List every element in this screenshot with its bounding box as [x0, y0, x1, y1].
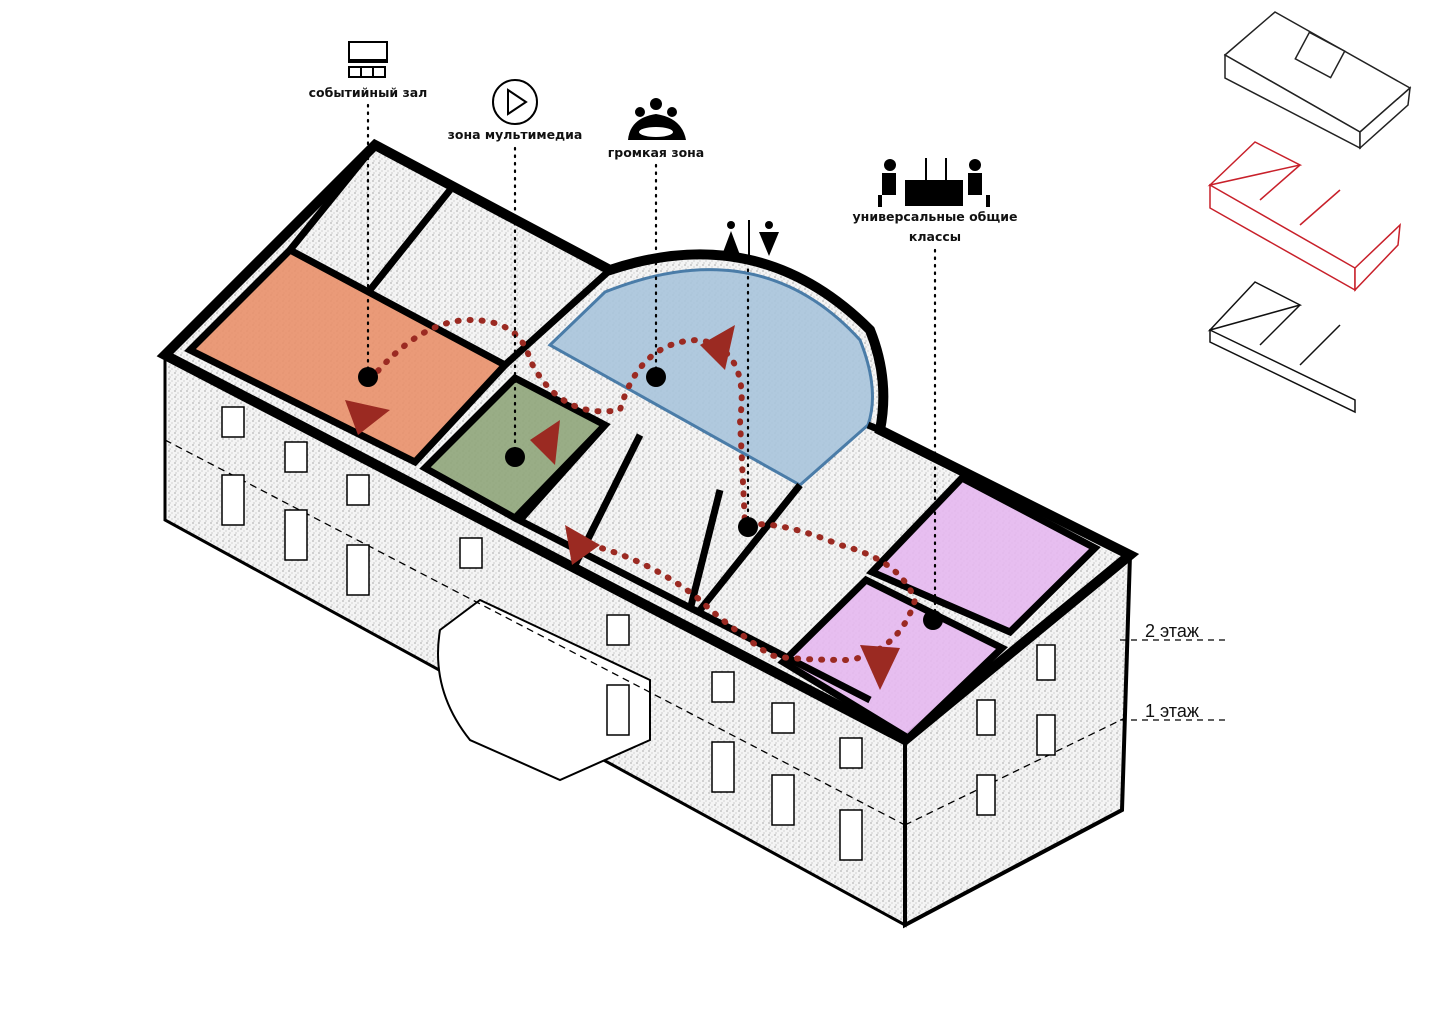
thumbnail-floor-1: [1207, 281, 1356, 414]
label-multimedia: зона мультимедиа: [448, 127, 583, 142]
restroom-icon: [722, 220, 779, 258]
thumbnail-roof: [1223, 11, 1412, 150]
screen-seats-icon: [348, 41, 388, 78]
play-icon: [492, 79, 538, 125]
zone-classes-upper: [865, 473, 1101, 637]
floor-2-label: 2 этаж: [1145, 621, 1199, 641]
direction-arrows: [345, 325, 900, 690]
thumbnail-floor-2: [1207, 141, 1401, 292]
group-meeting-icon: [628, 98, 686, 140]
zone-loud: [547, 268, 874, 487]
label-classes-line1: универсальные общие: [853, 209, 1018, 224]
windows: [221, 406, 1056, 861]
circulation-path: [367, 316, 919, 664]
label-classes-line2: классы: [909, 229, 961, 244]
label-event-hall: событийный зал: [309, 85, 428, 100]
floor-1-label: 1 этаж: [1145, 701, 1199, 721]
floor-divider-dashed: [904, 717, 1126, 826]
label-loud-zone: громкая зона: [608, 145, 705, 160]
zone-markers: [358, 367, 943, 630]
leader-lines: [366, 103, 937, 614]
entrance-stair: [437, 598, 651, 782]
classroom-desk-icon: [878, 158, 990, 207]
